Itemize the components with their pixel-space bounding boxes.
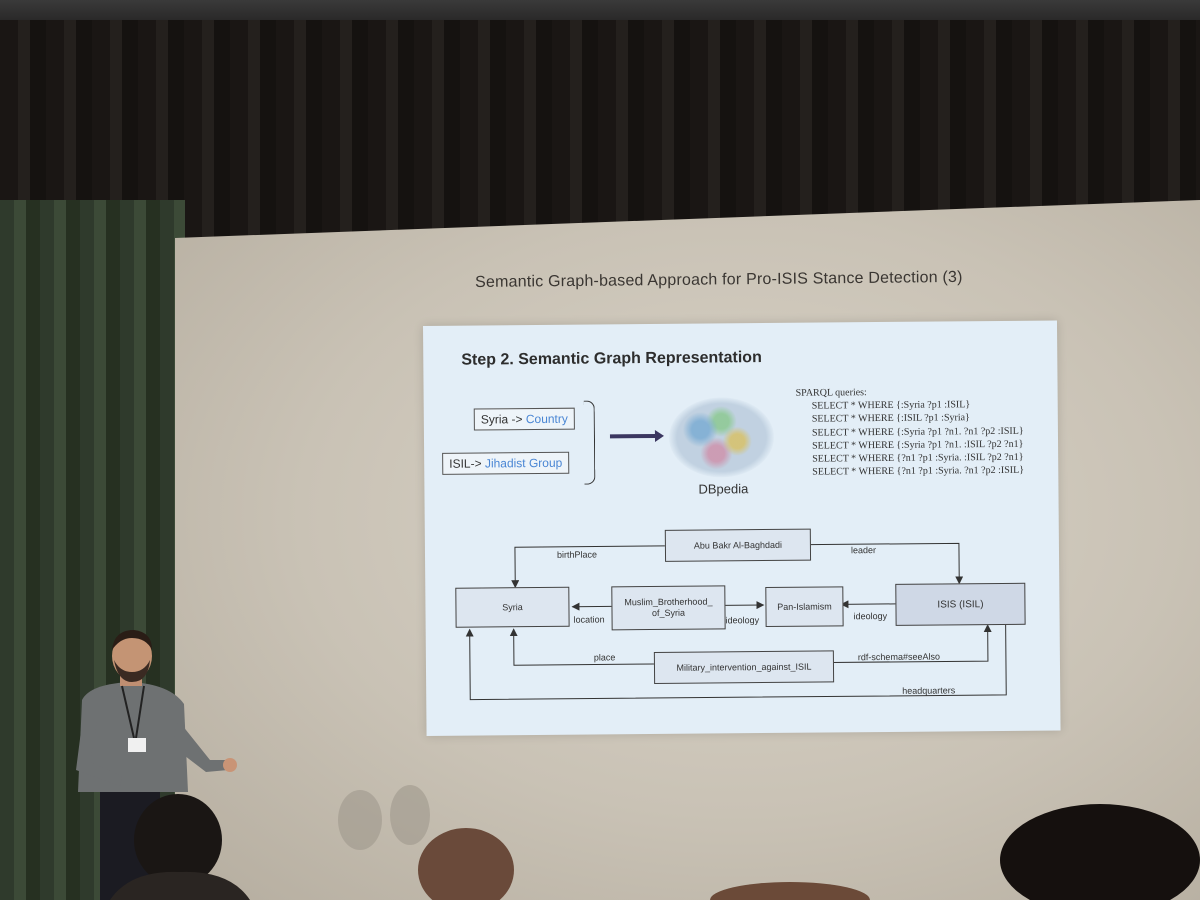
node-military-intervention: Military_intervention_against_ISIL xyxy=(653,650,835,684)
semantic-graph-edges xyxy=(465,542,1007,701)
label-ideology-2: ideology xyxy=(853,610,888,622)
speaker-hand xyxy=(223,758,237,772)
edge-leader xyxy=(808,542,964,585)
speaker-arm-right xyxy=(172,720,228,772)
speaker-hair xyxy=(112,630,152,650)
node-pan-islamism: Pan-Islamism xyxy=(765,586,844,628)
label-location: location xyxy=(573,614,605,625)
stage-curtain-top xyxy=(0,20,1200,240)
audience-head xyxy=(418,828,514,900)
lanyard xyxy=(135,685,145,739)
lanyard xyxy=(121,685,135,739)
audience-head xyxy=(710,882,870,900)
speaker-head xyxy=(112,632,152,680)
node-isis: ISIS (ISIL) xyxy=(895,582,1026,626)
edge-birthplace xyxy=(511,545,665,589)
speaker-arm-left xyxy=(76,708,122,786)
audience-head xyxy=(1000,804,1200,900)
shadow-on-screen xyxy=(390,785,430,845)
node-muslim-brotherhood: Muslim_Brotherhood_ of_Syria xyxy=(611,585,726,631)
edge-see-also xyxy=(831,624,992,663)
label-birthplace: birthPlace xyxy=(556,549,598,560)
edge-place xyxy=(509,628,654,666)
shadow-on-screen xyxy=(338,790,382,850)
label-place: place xyxy=(593,652,616,663)
edge-headquarters xyxy=(465,624,1007,701)
label-see-also: rdf-schema#seeAlso xyxy=(857,651,940,663)
name-badge xyxy=(128,738,146,752)
slide-content: Step 2. Semantic Graph Representation Sy… xyxy=(423,320,1061,736)
node-abu-bakr: Abu Bakr Al-Baghdadi xyxy=(664,528,812,562)
audience-heads xyxy=(110,785,1200,900)
label-ideology-1: ideology xyxy=(725,615,760,626)
label-headquarters: headquarters xyxy=(902,685,956,696)
node-syria: Syria xyxy=(455,586,570,628)
label-leader: leader xyxy=(850,545,877,556)
audience-shoulders xyxy=(110,871,250,900)
audience-head xyxy=(134,794,222,886)
speaker-beard xyxy=(114,660,150,682)
